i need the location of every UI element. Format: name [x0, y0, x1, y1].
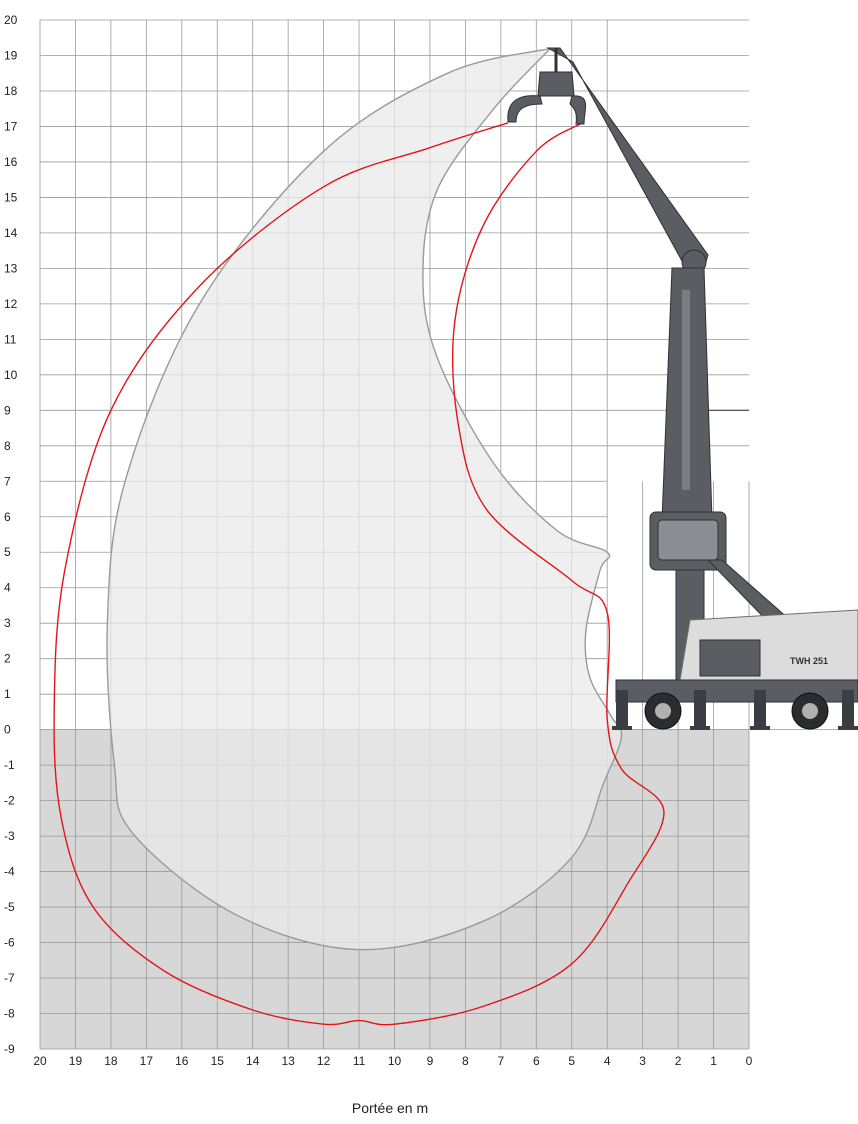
y-tick-label: 20: [4, 13, 18, 27]
x-tick-label: 10: [388, 1054, 402, 1068]
x-tick-label: 20: [33, 1054, 47, 1068]
y-tick-label: 8: [4, 439, 11, 453]
outrigger-pad: [750, 726, 770, 730]
y-tick-label: -9: [4, 1042, 15, 1056]
y-tick-label: 6: [4, 510, 11, 524]
x-tick-label: 15: [211, 1054, 225, 1068]
grapple-claw-left: [507, 95, 543, 123]
y-tick-label: 5: [4, 545, 11, 559]
y-tick-label: 17: [4, 119, 18, 133]
y-tick-label: 16: [4, 155, 18, 169]
outrigger-pad: [690, 726, 710, 730]
y-tick-label: -1: [4, 758, 15, 772]
material-handler-illustration: TWH 251: [507, 47, 858, 730]
x-tick-label: 9: [427, 1054, 434, 1068]
y-tick-label: 3: [4, 616, 11, 630]
y-tick-label: 15: [4, 190, 18, 204]
grapple-head: [537, 71, 575, 97]
x-tick-label: 5: [568, 1054, 575, 1068]
y-tick-label: -4: [4, 865, 15, 879]
outrigger: [694, 690, 706, 728]
grapple-claw-right: [569, 95, 586, 125]
x-tick-label: 12: [317, 1054, 331, 1068]
x-tick-label: 17: [140, 1054, 154, 1068]
y-tick-label: -5: [4, 900, 15, 914]
y-tick-label: -7: [4, 971, 15, 985]
cab-window: [657, 519, 719, 561]
model-label: TWH 251: [790, 656, 828, 666]
x-tick-label: 11: [353, 1054, 366, 1068]
outrigger: [754, 690, 766, 728]
y-tick-label: 14: [4, 226, 18, 240]
wheel-hub: [655, 703, 671, 719]
x-tick-label: 13: [281, 1054, 295, 1068]
x-tick-label: 0: [746, 1054, 753, 1068]
outrigger: [842, 690, 854, 728]
x-tick-label: 1: [710, 1054, 717, 1068]
x-axis-label: Portée en m: [351, 1100, 429, 1116]
outrigger: [616, 690, 628, 728]
outrigger-pad: [612, 726, 632, 730]
y-tick-label: 7: [4, 474, 11, 488]
y-tick-label: 12: [4, 297, 18, 311]
working-range-curves: [53, 47, 665, 1026]
upper-carriage: [699, 639, 761, 677]
x-tick-label: 6: [533, 1054, 540, 1068]
y-tick-label: 2: [4, 652, 11, 666]
x-tick-label: 16: [175, 1054, 189, 1068]
y-tick-label: 4: [4, 581, 11, 595]
y-tick-label: 13: [4, 261, 18, 275]
x-tick-label: 19: [69, 1054, 83, 1068]
y-tick-label: 10: [4, 368, 18, 382]
x-tick-label: 18: [104, 1054, 118, 1068]
x-tick-label: 4: [604, 1054, 611, 1068]
y-tick-label: 0: [4, 723, 11, 737]
wheel-hub: [802, 703, 818, 719]
x-tick-label: 7: [498, 1054, 505, 1068]
series-line-1: [106, 47, 623, 951]
x-tick-label: 8: [462, 1054, 469, 1068]
y-tick-label: 11: [4, 332, 17, 346]
y-tick-label: -3: [4, 829, 15, 843]
x-tick-label: 3: [639, 1054, 646, 1068]
y-tick-label: -2: [4, 794, 15, 808]
x-tick-label: 2: [675, 1054, 682, 1068]
series-line-2: [53, 122, 665, 1026]
y-tick-label: -6: [4, 936, 15, 950]
y-tick-label: 9: [4, 403, 11, 417]
y-tick-label: 18: [4, 84, 18, 98]
y-tick-label: 1: [4, 687, 11, 701]
outrigger-pad: [838, 726, 858, 730]
hydraulic-cylinder: [682, 290, 690, 490]
y-tick-label: -8: [4, 1007, 15, 1021]
x-tick-label: 14: [246, 1054, 260, 1068]
y-tick-label: 19: [4, 48, 18, 62]
